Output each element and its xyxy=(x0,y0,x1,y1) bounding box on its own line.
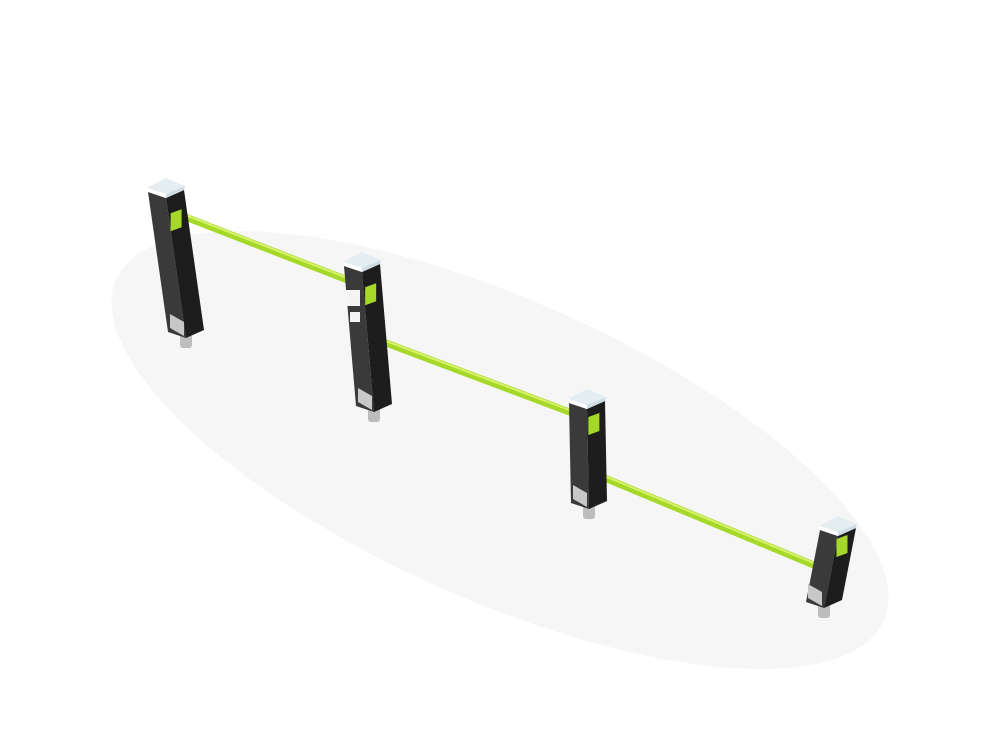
bar-bracket xyxy=(836,534,848,557)
post-label-plate xyxy=(346,290,360,306)
bar-highlight-3 xyxy=(594,471,817,565)
post-anchor xyxy=(818,604,830,618)
post-foot-plate xyxy=(808,584,822,606)
bar-3 xyxy=(591,470,820,570)
post-anchor xyxy=(180,334,192,348)
post-left-face xyxy=(148,192,186,338)
post-3 xyxy=(568,389,607,519)
post-left-face xyxy=(569,403,589,509)
post-cap-side xyxy=(568,399,587,409)
post-right-face xyxy=(824,528,856,608)
post-label-plate-small xyxy=(350,312,360,322)
post-foot-plate xyxy=(358,388,372,410)
post-cap-side-right xyxy=(362,260,381,272)
post-cap-side-right xyxy=(166,186,185,198)
post-1 xyxy=(147,178,204,348)
bar-bracket xyxy=(365,283,377,306)
post-cap-side xyxy=(819,526,838,536)
post-foot-plate xyxy=(573,485,587,507)
post-foot-plate xyxy=(170,314,184,336)
bar-1 xyxy=(171,209,354,285)
post-anchor xyxy=(583,505,595,519)
bar-highlight-2 xyxy=(377,337,573,412)
post-cap-side xyxy=(147,188,166,198)
bar-highlight-1 xyxy=(174,210,351,280)
bar-bracket xyxy=(588,413,600,435)
bars-group xyxy=(171,209,820,570)
bar-2 xyxy=(374,336,576,417)
post-4 xyxy=(806,516,857,618)
post-anchor xyxy=(368,408,380,422)
post-cap-side-right xyxy=(838,524,857,536)
ground-shadow xyxy=(111,231,889,669)
post-cap-side xyxy=(343,262,362,272)
posts-group xyxy=(147,178,857,618)
post-cap-side-right xyxy=(587,397,606,409)
bar-bracket xyxy=(170,209,182,232)
